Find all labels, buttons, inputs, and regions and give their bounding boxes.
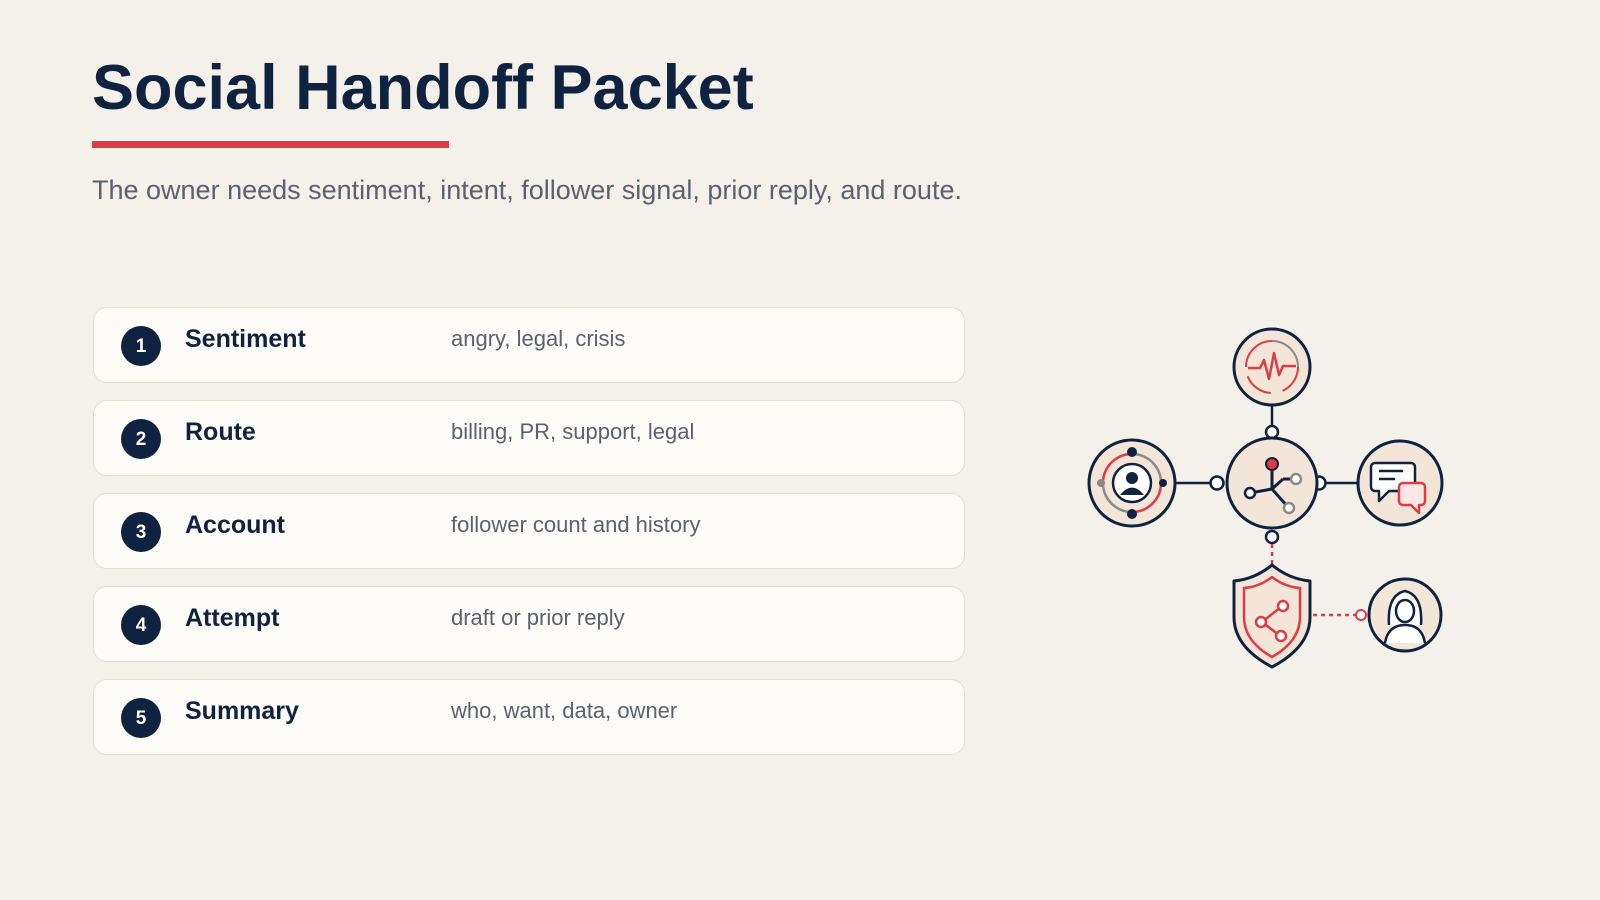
pulse-icon bbox=[1232, 327, 1312, 407]
handoff-flow-diagram bbox=[1087, 327, 1444, 669]
checklist-item-sentiment: 1 Sentiment angry, legal, crisis bbox=[93, 307, 965, 383]
page-subtitle: The owner needs sentiment, intent, follo… bbox=[92, 175, 962, 205]
item-description: draft or prior reply bbox=[451, 605, 625, 630]
routing-hub-icon bbox=[1225, 436, 1319, 530]
item-label: Route bbox=[185, 418, 256, 446]
item-description: follower count and history bbox=[451, 512, 701, 537]
item-label: Sentiment bbox=[185, 325, 306, 353]
checklist-item-route: 2 Route billing, PR, support, legal bbox=[93, 400, 965, 476]
page-title: Social Handoff Packet bbox=[92, 53, 754, 123]
item-label: Summary bbox=[185, 697, 299, 725]
item-description: angry, legal, crisis bbox=[451, 326, 626, 351]
checklist-item-summary: 5 Summary who, want, data, owner bbox=[93, 679, 965, 755]
shield-share-icon bbox=[1232, 563, 1312, 669]
step-number-badge: 5 bbox=[121, 698, 161, 738]
user-profile-icon bbox=[1087, 438, 1177, 528]
title-underline bbox=[92, 141, 449, 148]
checklist-item-attempt: 4 Attempt draft or prior reply bbox=[93, 586, 965, 662]
item-description: billing, PR, support, legal bbox=[451, 419, 695, 444]
agent-avatar-icon bbox=[1367, 577, 1443, 653]
step-number-badge: 2 bbox=[121, 419, 161, 459]
step-number-badge: 3 bbox=[121, 512, 161, 552]
checklist-item-account: 3 Account follower count and history bbox=[93, 493, 965, 569]
item-label: Account bbox=[185, 511, 285, 539]
chat-bubbles-icon bbox=[1356, 439, 1444, 527]
item-description: who, want, data, owner bbox=[451, 698, 678, 723]
item-label: Attempt bbox=[185, 604, 280, 632]
step-number-badge: 1 bbox=[121, 326, 161, 366]
step-number-badge: 4 bbox=[121, 605, 161, 645]
